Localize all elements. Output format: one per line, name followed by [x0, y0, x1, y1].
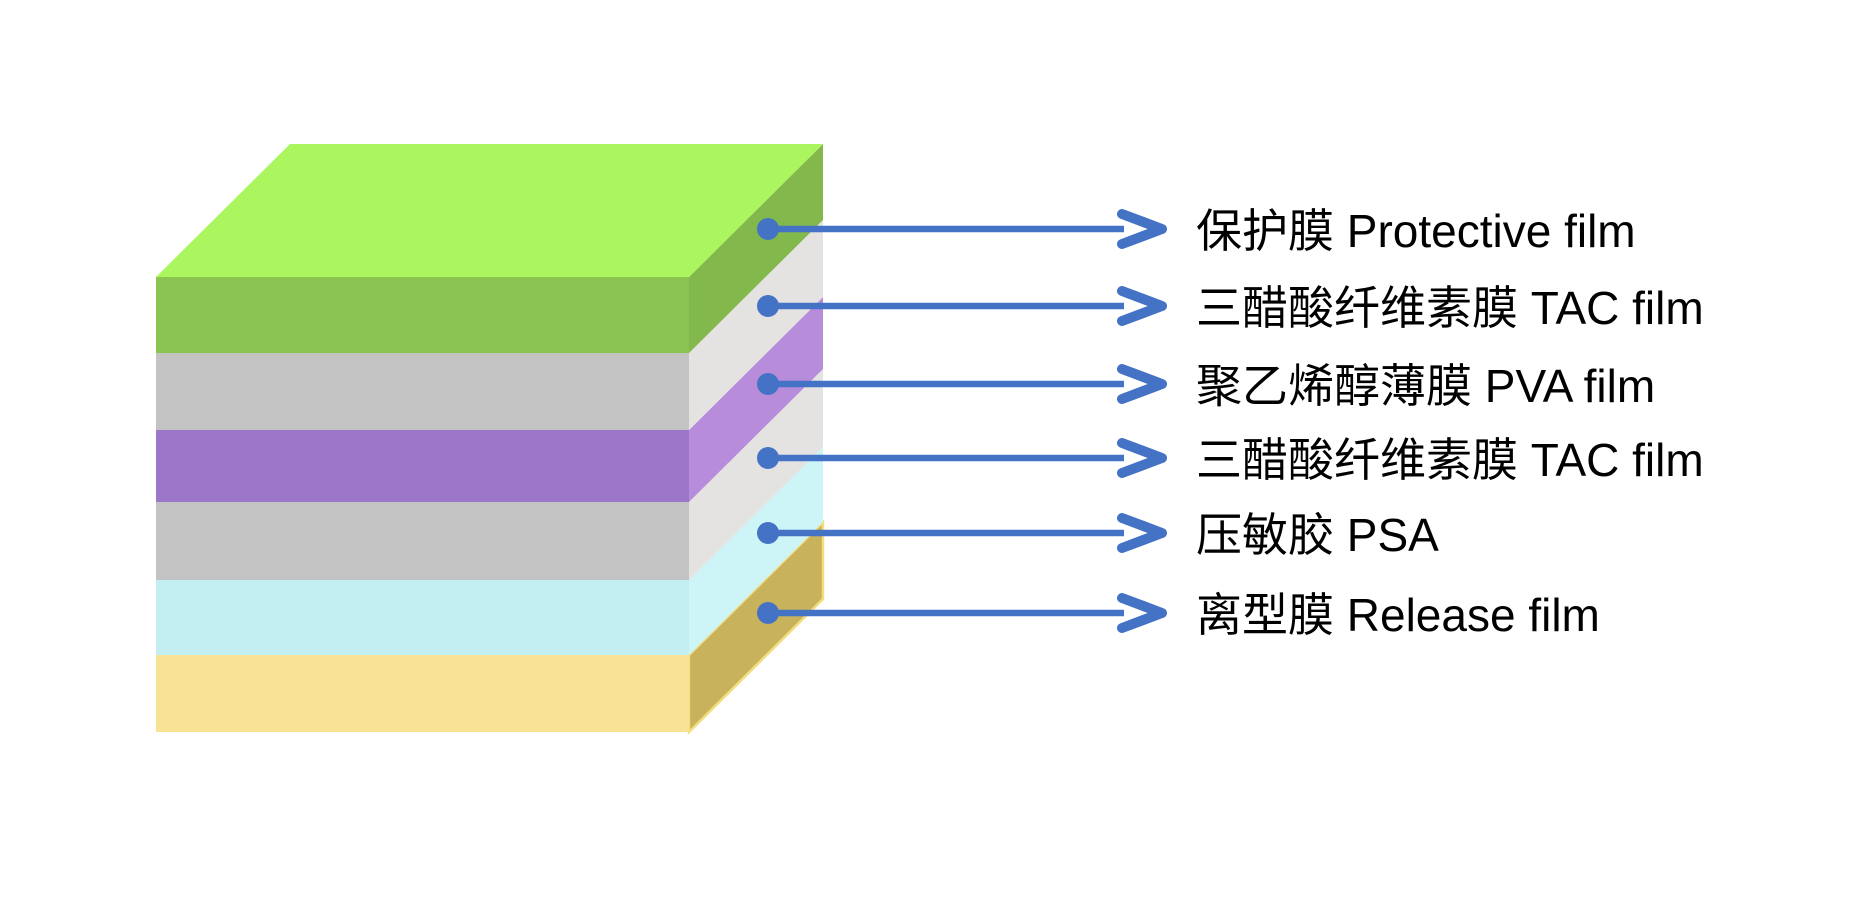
- arrow-head-icon: [1117, 593, 1167, 633]
- arrow-head-icon: [1117, 209, 1167, 249]
- layer-tac-film-lower: [156, 369, 823, 580]
- layer-pva-film-front-face: [156, 430, 689, 502]
- arrow-dot-icon: [757, 218, 779, 240]
- layer-tac-film-upper-side-face: [689, 220, 823, 430]
- callout-tac-film-lower: 三醋酸纤维素膜 TAC film: [757, 434, 1704, 486]
- layer-release-film-front-face: [156, 655, 689, 732]
- layer-pva-film: [156, 297, 823, 502]
- arrow-dot-icon: [757, 522, 779, 544]
- arrow-dot-icon: [757, 295, 779, 317]
- arrow-dot-icon: [757, 602, 779, 624]
- layer-label-release-film: 离型膜 Release film: [1196, 589, 1600, 641]
- layer-tac-film-lower-side-face: [689, 369, 823, 580]
- layer-psa-side-face: [689, 447, 823, 655]
- layer-label-psa: 压敏胶 PSA: [1196, 509, 1439, 561]
- layer-tac-film-upper-front-face: [156, 353, 689, 430]
- layer-psa-front-face: [156, 580, 689, 655]
- callout-tac-film-upper: 三醋酸纤维素膜 TAC film: [757, 282, 1704, 334]
- layer-tac-film-upper: [156, 220, 823, 430]
- arrow-head-icon: [1117, 513, 1167, 553]
- arrow-dot-icon: [757, 373, 779, 395]
- arrow-head-icon: [1117, 364, 1167, 404]
- layer-tac-film-lower-front-face: [156, 502, 689, 580]
- layer-protective-film-front-face: [156, 277, 689, 353]
- layer-label-tac-film-lower: 三醋酸纤维素膜 TAC film: [1196, 434, 1704, 486]
- arrow-dot-icon: [757, 447, 779, 469]
- layer-label-protective-film: 保护膜 Protective film: [1196, 205, 1636, 257]
- callout-psa: 压敏胶 PSA: [757, 509, 1439, 561]
- layer-protective-film: [156, 144, 823, 353]
- layer-protective-film-side-face: [689, 144, 823, 353]
- callout-protective-film: 保护膜 Protective film: [757, 205, 1636, 257]
- arrow-head-icon: [1117, 286, 1167, 326]
- layer-label-tac-film-upper: 三醋酸纤维素膜 TAC film: [1196, 282, 1704, 334]
- layer-pva-film-side-face: [689, 297, 823, 502]
- callout-release-film: 离型膜 Release film: [757, 589, 1600, 641]
- layer-label-pva-film: 聚乙烯醇薄膜 PVA film: [1196, 360, 1655, 412]
- layer-protective-film-top-face: [156, 144, 823, 277]
- layer-psa: [156, 447, 823, 655]
- arrow-head-icon: [1117, 438, 1167, 478]
- callout-pva-film: 聚乙烯醇薄膜 PVA film: [757, 360, 1655, 412]
